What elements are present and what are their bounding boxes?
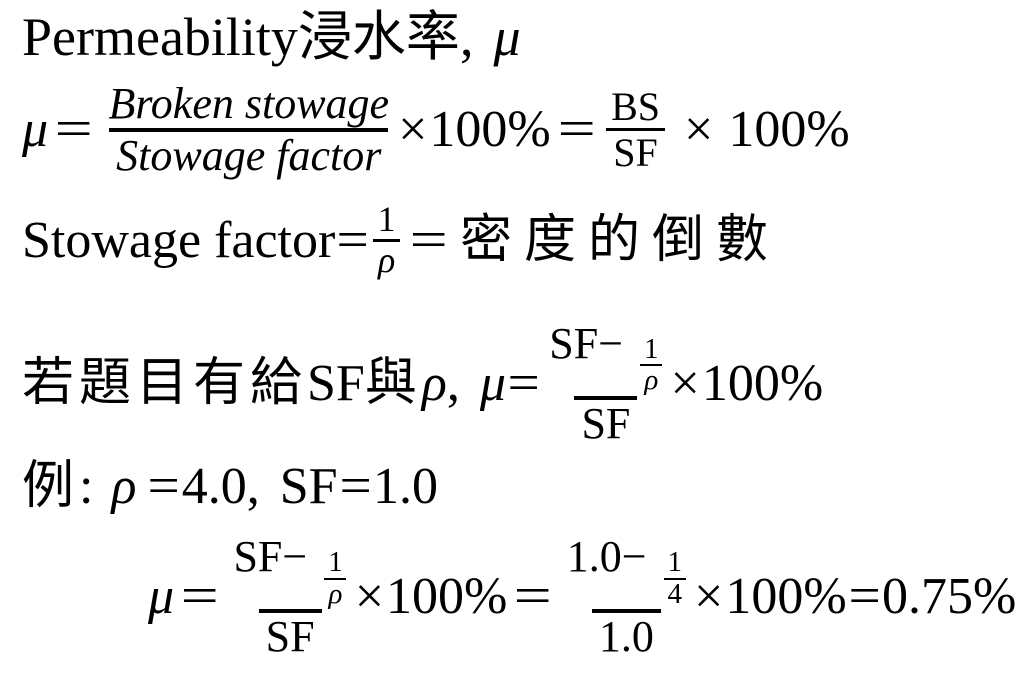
- title-text-en: Permeability: [22, 7, 298, 67]
- and-character: 與: [364, 354, 422, 412]
- example-colon: :: [79, 458, 94, 516]
- rho-symbol: ρ: [111, 458, 137, 516]
- title-mu-symbol: μ: [493, 7, 521, 67]
- rho-symbol: ρ: [421, 354, 447, 412]
- fraction-numerator: 1: [328, 546, 343, 579]
- equals-sign: =: [409, 211, 448, 269]
- mu-symbol: μ: [479, 354, 506, 412]
- fraction-denominator: SF: [258, 609, 322, 661]
- fraction-numerator: SF− 1 ρ: [226, 533, 353, 609]
- multiply-icon: ×: [354, 568, 385, 626]
- equals-sign: =: [147, 458, 181, 516]
- calculation-line: μ = SF− 1 ρ SF × 100% = 1.0− 1 4 1.0: [0, 533, 1033, 661]
- sf-value: 1.0: [372, 458, 438, 516]
- multiply-icon: ×: [684, 100, 714, 158]
- equals-sign: =: [336, 211, 370, 269]
- multiply-icon: ×: [670, 354, 700, 412]
- hundred-percent: 100%: [725, 568, 847, 626]
- mu-symbol: μ: [148, 568, 175, 626]
- fraction-numerator: BS: [611, 83, 661, 129]
- fraction-denominator: Stowage factor: [109, 127, 389, 180]
- fraction-denominator: SF: [574, 395, 638, 448]
- given-sf-rho-formula-line: 若題目有給 SF 與 ρ , μ = SF− 1 ρ SF × 100%: [0, 318, 1033, 448]
- stowage-factor-definition-line: Stowage factor = 1 ρ = 密度的倒數: [0, 199, 1033, 280]
- equals-sign: =: [180, 568, 219, 626]
- comma: ,: [446, 354, 460, 412]
- comma: ,: [246, 458, 260, 516]
- one-over-rho-fraction: 1 ρ: [324, 548, 347, 609]
- title-text-zh: 浸水率: [297, 7, 460, 67]
- permeability-formula-line: μ = Broken stowage Stowage factor × 100%…: [0, 80, 1033, 179]
- fraction-denominator: 4: [663, 577, 687, 610]
- fraction-denominator: SF: [606, 128, 665, 174]
- result-value: 0.75%: [882, 568, 1017, 626]
- sf-minus-one-over-rho-over-sf-fraction: SF− 1 ρ SF: [226, 533, 353, 661]
- sf-label: SF: [307, 354, 365, 412]
- one-over-four-fraction: 1 4: [663, 546, 687, 610]
- fraction-numerator: 1: [644, 332, 659, 365]
- fraction-denominator: ρ: [640, 364, 663, 396]
- hundred-percent: 100%: [701, 354, 824, 412]
- multiply-icon: ×: [694, 568, 724, 626]
- rho-value: 4.0: [181, 458, 247, 516]
- fraction-denominator: 1.0: [591, 609, 661, 661]
- sf-minus-term: SF−: [233, 532, 308, 582]
- equals-sign: =: [557, 100, 596, 158]
- fraction-denominator: ρ: [324, 577, 347, 610]
- equals-sign: =: [339, 458, 372, 516]
- one-point-zero-minus-term: 1.0−: [566, 532, 647, 582]
- hundred-percent: 100%: [429, 100, 551, 158]
- equals-sign: =: [513, 568, 553, 626]
- equals-sign: =: [54, 100, 93, 158]
- bs-over-sf-fraction: BS SF: [604, 85, 667, 174]
- hundred-percent: 100%: [728, 100, 850, 158]
- condition-prefix-text: 若題目有給: [22, 354, 308, 412]
- mu-symbol: μ: [22, 100, 49, 158]
- one-over-rho-fraction: 1 ρ: [640, 332, 663, 396]
- sf-label: SF: [279, 458, 338, 516]
- fraction-numerator: Broken stowage: [108, 79, 390, 129]
- hundred-percent: 100%: [386, 568, 508, 626]
- fraction-numerator: 1.0− 1 4: [560, 533, 693, 609]
- sf-minus-one-over-rho-over-sf-fraction: SF− 1 ρ SF: [542, 318, 669, 448]
- multiply-icon: ×: [398, 100, 428, 158]
- one-over-rho-fraction: 1 ρ: [373, 199, 401, 280]
- fraction-numerator: SF− 1 ρ: [542, 318, 669, 396]
- fraction-numerator: 1: [667, 546, 683, 579]
- density-reciprocal-text: 密度的倒數: [459, 211, 780, 269]
- example-values-line: 例 : ρ = 4.0 , SF = 1.0: [0, 457, 1033, 517]
- fraction-denominator: ρ: [373, 238, 401, 280]
- equals-sign: =: [507, 354, 540, 412]
- sf-minus-term: SF−: [549, 318, 624, 368]
- broken-stowage-fraction: Broken stowage Stowage factor: [101, 80, 396, 179]
- title-comma: ,: [459, 7, 474, 67]
- numeric-fraction: 1.0− 1 4 1.0: [560, 533, 693, 661]
- fraction-numerator: 1: [377, 199, 396, 240]
- example-label: 例: [22, 458, 80, 516]
- stowage-factor-label: Stowage factor: [22, 211, 336, 269]
- equals-sign: =: [848, 568, 881, 626]
